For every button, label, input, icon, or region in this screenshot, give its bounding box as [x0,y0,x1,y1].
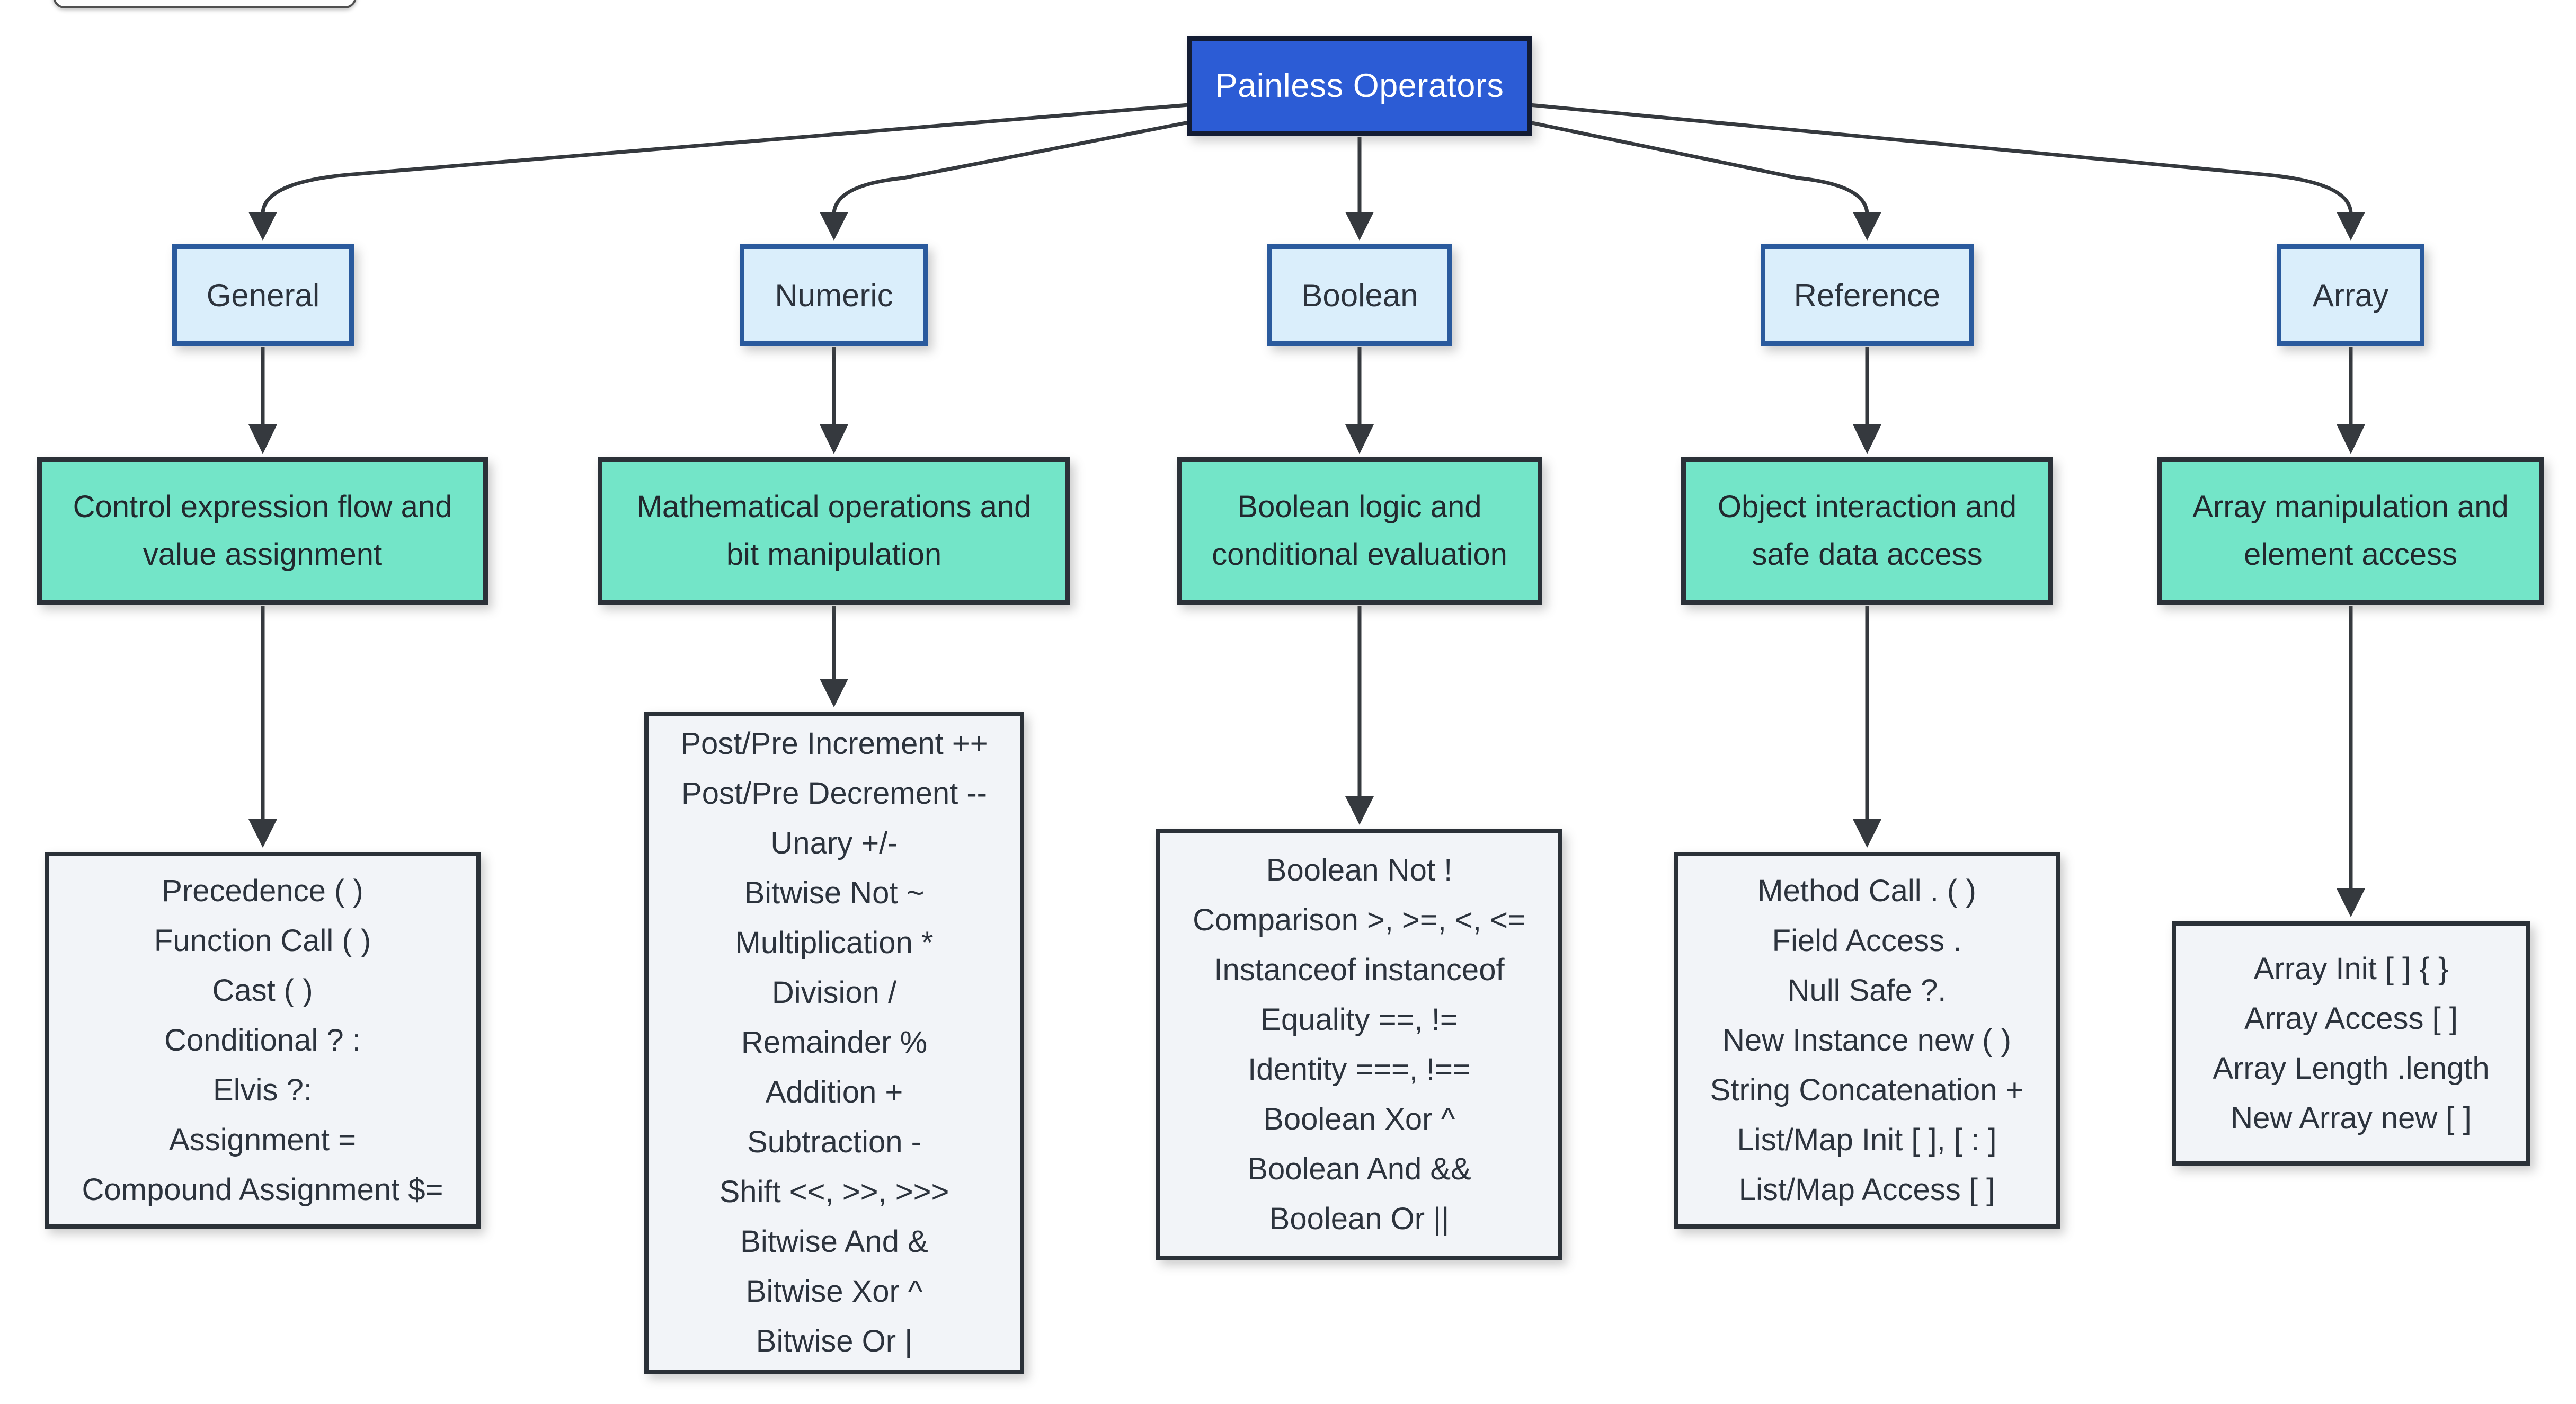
edge-numeric-to-summary [820,347,848,454]
category-node-general: General [172,244,354,346]
operator-item: Boolean Xor ^ [1263,1101,1455,1136]
category-label: Array [2312,277,2389,313]
operator-item: Comparison >, >=, <, <= [1193,902,1526,937]
detail-node-general: Precedence ( ) Function Call ( ) Cast ( … [45,852,481,1229]
category-label: Boolean [1301,277,1418,313]
category-node-array: Array [2277,244,2424,346]
operator-item: Method Call . ( ) [1757,873,1976,908]
operator-item: Equality ==, != [1260,1002,1458,1037]
operator-item: Bitwise Or | [756,1324,913,1358]
detail-node-boolean: Boolean Not ! Comparison >, >=, <, <= In… [1156,829,1562,1260]
operator-item: Shift <<, >>, >>> [719,1175,949,1209]
operator-item: Precedence ( ) [162,873,363,908]
category-label: Reference [1793,277,1941,313]
operator-item: New Instance new ( ) [1722,1023,2011,1058]
summary-line: Object interaction and [1717,490,2017,524]
operator-item: Array Init [ ] { } [2253,951,2449,986]
operator-item: Elvis ?: [213,1072,312,1107]
category-node-reference: Reference [1761,244,1974,346]
category-label: General [206,277,320,313]
edge-boolean-to-detail [1345,606,1374,825]
operator-item: Addition + [765,1075,903,1109]
operator-item: Instanceof instanceof [1214,952,1505,987]
edge-general-to-summary [248,347,277,454]
detail-node-reference: Method Call . ( ) Field Access . Null Sa… [1674,852,2060,1229]
operator-item: Null Safe ?. [1787,973,1947,1008]
operator-item: Remainder % [741,1025,928,1060]
operator-item: Assignment = [168,1122,356,1157]
edge-reference-to-summary [1853,347,1881,454]
operator-item: Bitwise Not ~ [744,876,925,910]
summary-node-reference: Object interaction and safe data access [1681,457,2053,605]
operator-item: Boolean And && [1247,1151,1471,1186]
edge-general-to-detail [248,606,277,848]
operator-item: Unary +/- [770,826,898,860]
summary-line: Array manipulation and [2192,490,2509,524]
operator-item: Array Length .length [2213,1051,2490,1086]
summary-line: Control expression flow and [73,490,452,524]
category-label: Numeric [775,277,893,313]
category-node-boolean: Boolean [1267,244,1452,346]
operator-item: Post/Pre Increment ++ [680,726,988,761]
edge-reference-to-detail [1853,606,1881,848]
summary-line: conditional evaluation [1212,537,1507,572]
category-node-numeric: Numeric [740,244,928,346]
edge-numeric-to-detail [820,606,848,707]
operator-item: Identity ===, !== [1248,1052,1471,1087]
operator-item: Subtraction - [747,1125,921,1159]
operator-item: Boolean Not ! [1266,852,1453,887]
summary-line: value assignment [143,537,383,572]
edge-boolean-to-summary [1345,347,1374,454]
edge-root-to-reference [1529,120,1881,241]
operator-item: String Concatenation + [1710,1072,2024,1107]
summary-node-array: Array manipulation and element access [2157,457,2544,605]
operator-item: Compound Assignment $= [82,1172,443,1207]
operator-item: Post/Pre Decrement -- [681,776,987,811]
summary-node-boolean: Boolean logic and conditional evaluation [1177,457,1542,605]
summary-line: bit manipulation [726,537,942,572]
operator-item: Array Access [ ] [2244,1001,2458,1036]
root-node-painless-operators: Painless Operators [1187,36,1532,136]
operator-item: Boolean Or || [1269,1201,1450,1236]
summary-node-general: Control expression flow and value assign… [37,457,488,605]
summary-line: Boolean logic and [1237,490,1482,524]
summary-line: Mathematical operations and [636,490,1032,524]
edge-array-to-detail [2337,606,2365,917]
edge-root-to-array [1529,103,2365,241]
operator-item: Cast ( ) [212,973,313,1008]
edge-root-to-boolean [1345,137,1374,241]
operator-item: Division / [771,975,897,1010]
operator-item: List/Map Access [ ] [1738,1172,1995,1207]
operator-item: Field Access . [1772,923,1962,958]
edge-array-to-summary [2337,347,2365,454]
summary-node-numeric: Mathematical operations and bit manipula… [598,457,1070,605]
operator-item: Bitwise And & [740,1224,928,1259]
operator-item: Bitwise Xor ^ [745,1274,923,1309]
edge-root-to-numeric [820,120,1189,241]
detail-node-array: Array Init [ ] { } Array Access [ ] Arra… [2172,921,2530,1166]
summary-line: element access [2244,537,2457,572]
detail-node-numeric: Post/Pre Increment ++ Post/Pre Decrement… [644,712,1024,1374]
operator-item: List/Map Init [ ], [ : ] [1737,1122,1997,1157]
operator-item: Multiplication * [735,926,934,960]
operator-item: Function Call ( ) [154,923,371,958]
edge-root-to-general [248,103,1189,241]
root-node-label: Painless Operators [1215,67,1504,104]
operator-item: Conditional ? : [164,1023,361,1058]
operator-item: New Array new [ ] [2231,1100,2472,1135]
summary-line: safe data access [1752,537,1983,572]
